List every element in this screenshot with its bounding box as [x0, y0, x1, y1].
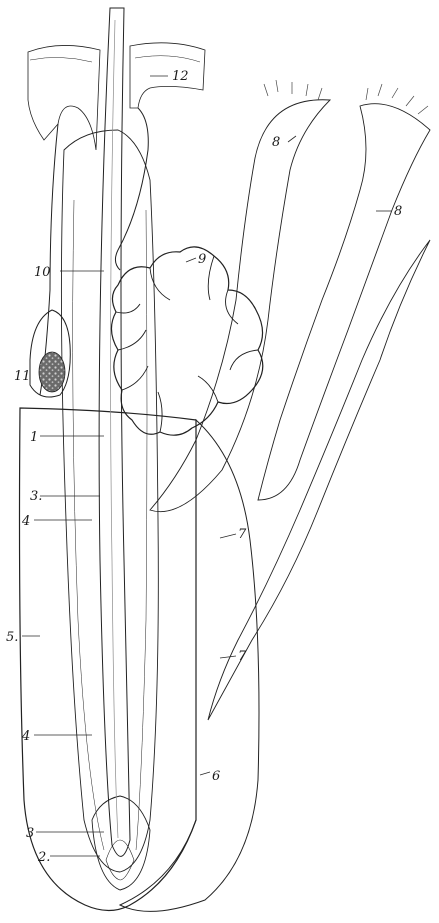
label-9: 9 — [198, 252, 206, 267]
label-8-left: 8 — [272, 135, 280, 150]
label-4-upper: 4 — [21, 514, 30, 529]
label-7-upper: 7 — [238, 527, 247, 542]
label-8-right: 8 — [394, 204, 402, 219]
label-6: 6 — [212, 769, 220, 784]
hair-bulb — [92, 796, 150, 890]
label-4-lower: 4 — [21, 729, 30, 744]
label-11: 11 — [14, 369, 31, 384]
small-gland — [30, 310, 70, 397]
inner-root-sheath — [61, 130, 158, 872]
label-12: 12 — [172, 69, 189, 84]
label-7-lower: 7 — [238, 649, 247, 664]
label-3-lower: 3 — [26, 826, 34, 841]
label-10: 10 — [34, 265, 51, 280]
labels: 1 2. 3. 3 4 4 5. 6 7 7 8 8 9 10 11 12 — [6, 69, 402, 865]
sebaceous-gland — [111, 247, 262, 435]
hair-shaft — [99, 8, 130, 856]
label-2: 2. — [37, 850, 50, 865]
arrector-pili-muscles — [150, 80, 430, 720]
label-1: 1 — [30, 430, 38, 445]
label-3-upper: 3. — [30, 489, 42, 504]
label-5: 5. — [6, 630, 18, 645]
follicle-neck — [40, 108, 148, 395]
outer-root-sheath — [20, 408, 197, 911]
epidermis-surface — [28, 43, 205, 150]
